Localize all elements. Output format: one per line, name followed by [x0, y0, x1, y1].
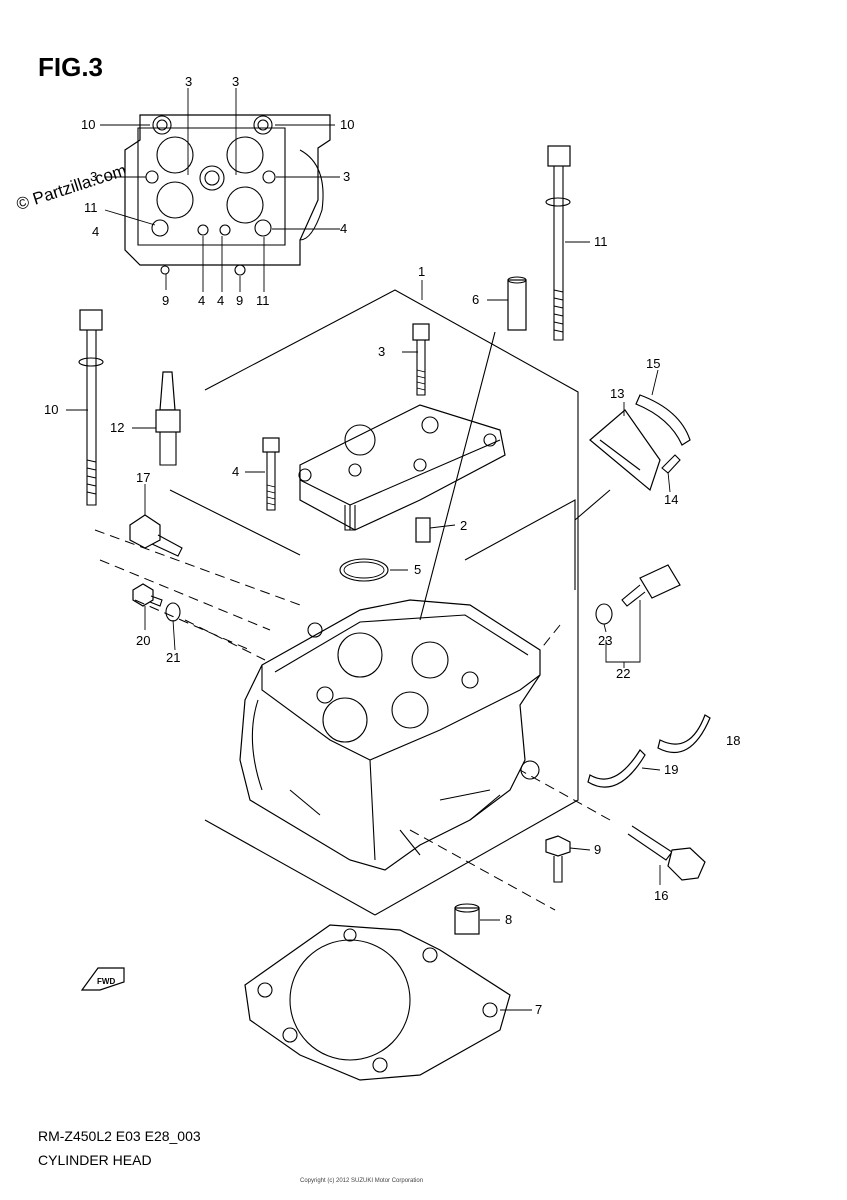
inset-label: 11: [84, 200, 98, 215]
bolt-16: [627, 825, 706, 881]
stud-bolt-11: [545, 145, 571, 341]
callout-10: 10: [44, 402, 58, 417]
inset-label: 4: [217, 293, 224, 308]
callout-4: 4: [232, 464, 239, 479]
callout-13: 13: [610, 386, 624, 401]
inset-label: 4: [92, 224, 99, 239]
inset-label: 3: [343, 169, 350, 184]
copyright-notice: Copyright (c) 2012 SUZUKI Motor Corporat…: [300, 1178, 424, 1184]
callout-7: 7: [535, 1002, 542, 1017]
inset-label: 9: [236, 293, 243, 308]
o-ring-23: [595, 603, 613, 625]
model-code: RM-Z450L2 E03 E28_003: [38, 1128, 201, 1144]
callout-22: 22: [616, 666, 630, 681]
callout-3: 3: [378, 344, 385, 359]
intake-pipe-13: [589, 409, 661, 492]
callout-2: 2: [460, 518, 467, 533]
cylinder-head: [239, 599, 541, 871]
callout-18: 18: [726, 733, 740, 748]
callout-6: 6: [472, 292, 479, 307]
o-ring-5: [339, 558, 389, 582]
inset-label: 4: [340, 221, 347, 236]
inset-top-view: 3 3 10 10 3 3 11 4 4 9 4 4 9 11: [81, 74, 354, 308]
spark-plug-12: [155, 371, 181, 466]
inset-label: 10: [81, 117, 95, 132]
inset-label: 3: [90, 169, 97, 184]
inset-label: 4: [198, 293, 205, 308]
callout-11: 11: [594, 234, 608, 249]
callout-12: 12: [110, 420, 124, 435]
gasket-18: [657, 714, 711, 753]
bolt-9: [545, 835, 571, 883]
dowel-pin-8: [454, 903, 480, 935]
callout-17: 17: [136, 470, 150, 485]
dowel-pin-2: [415, 517, 431, 543]
head-gasket-7: [244, 924, 511, 1081]
sensor-22: [621, 564, 681, 607]
callout-21: 21: [166, 650, 180, 665]
callout-9: 9: [594, 842, 601, 857]
inset-label: 11: [256, 293, 270, 308]
camshaft-holder: [298, 404, 506, 531]
inset-label: 9: [162, 293, 169, 308]
gasket-19: [587, 749, 646, 788]
callout-23: 23: [598, 633, 612, 648]
diagram-caption: CYLINDER HEAD: [38, 1152, 152, 1168]
figure-title: FIG.3: [38, 52, 104, 82]
inset-label: 3: [185, 74, 192, 89]
clamp-15: [635, 394, 691, 446]
bolt-20: [132, 583, 163, 607]
callout-16: 16: [654, 888, 668, 903]
fwd-arrow: FWD: [80, 967, 125, 991]
bolt-4: [262, 437, 280, 511]
inset-label: 10: [340, 117, 354, 132]
assembly-frame: [204, 289, 579, 916]
bolt-3: [412, 323, 430, 396]
fwd-arrow-label: FWD: [97, 977, 115, 986]
callout-5: 5: [414, 562, 421, 577]
bolt-14: [661, 454, 681, 474]
callout-20: 20: [136, 633, 150, 648]
bolt-17: [129, 514, 183, 557]
callout-19: 19: [664, 762, 678, 777]
callout-14: 14: [664, 492, 678, 507]
callout-15: 15: [646, 356, 660, 371]
inset-label: 3: [232, 74, 239, 89]
stud-bolt-10: [78, 309, 104, 506]
sleeve-6: [507, 276, 527, 331]
callout-8: 8: [505, 912, 512, 927]
washer-21: [165, 602, 181, 622]
callout-1: 1: [418, 264, 425, 279]
